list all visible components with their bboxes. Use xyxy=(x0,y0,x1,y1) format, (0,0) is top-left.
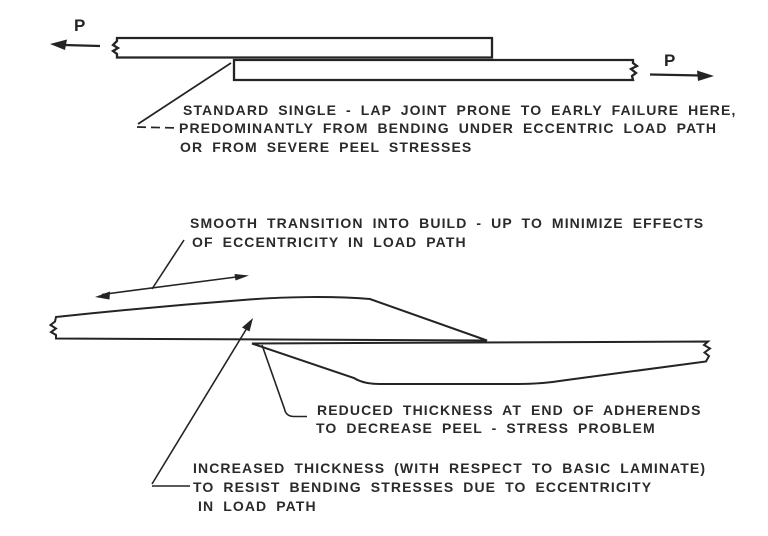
smooth-transition-annotation-line-1: SMOOTH TRANSITION INTO BUILD - UP TO MIN… xyxy=(190,215,705,231)
single-lap-joint-diagram xyxy=(50,36,714,129)
failure-leader-line xyxy=(136,62,232,129)
upper-adherend xyxy=(48,296,488,342)
transition-leader-line xyxy=(151,239,185,290)
reduced-thickness-annotation-line-1: REDUCED THICKNESS AT END OF ADHERENDS xyxy=(317,402,702,418)
increased-thickness-leader-arrow-icon xyxy=(151,318,253,487)
standard-lap-annotation-line-3: OR FROM SEVERE PEEL STRESSES xyxy=(180,139,473,155)
left-load-arrow-icon xyxy=(50,39,101,50)
standard-lap-annotation-line-2: PREDOMINANTLY FROM BENDING UNDER ECCENTR… xyxy=(179,120,718,136)
upper-plate xyxy=(110,36,494,59)
increased-thickness-annotation-line-2: TO RESIST BENDING STRESSES DUE TO ECCENT… xyxy=(193,479,653,495)
transition-double-arrow-icon xyxy=(95,274,249,300)
right-load-arrow-icon xyxy=(649,70,714,81)
reduced-thickness-annotation-line-2: TO DECREASE PEEL - STRESS PROBLEM xyxy=(316,420,656,436)
reduced-thickness-leader-line xyxy=(261,344,307,418)
improved-joint-diagram xyxy=(48,239,712,487)
lower-plate xyxy=(232,58,640,82)
increased-thickness-annotation-line-1: INCREASED THICKNESS (WITH RESPECT TO BAS… xyxy=(193,460,707,476)
standard-lap-annotation-line-1: STANDARD SINGLE - LAP JOINT PRONE TO EAR… xyxy=(183,102,737,118)
smooth-transition-annotation-line-2: OF ECCENTRICITY IN LOAD PATH xyxy=(192,234,467,250)
right-load-label: P xyxy=(664,51,676,70)
lower-adherend xyxy=(251,340,712,385)
left-load-label: P xyxy=(74,16,86,35)
increased-thickness-annotation-line-3: IN LOAD PATH xyxy=(198,498,317,514)
